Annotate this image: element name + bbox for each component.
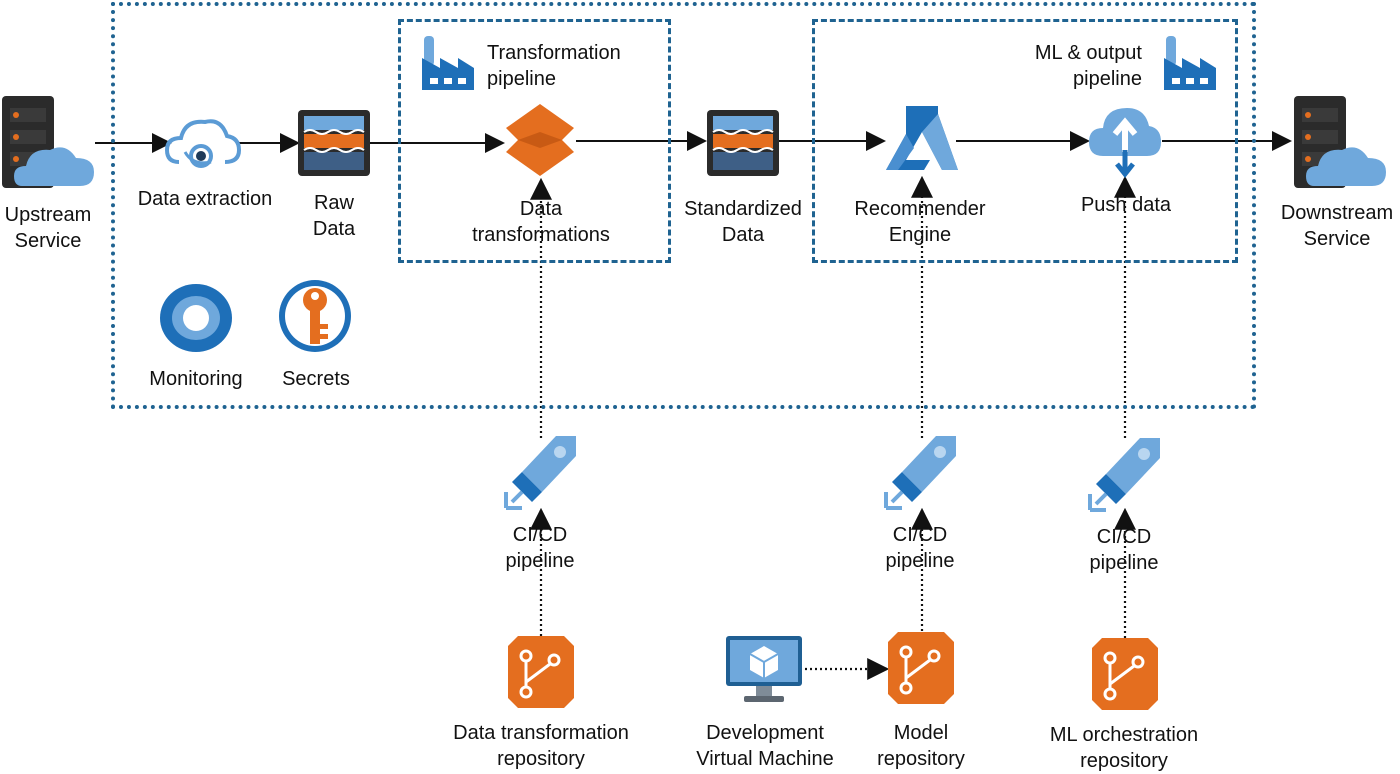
- monitoring-icon: [160, 284, 232, 352]
- ml-output-pipeline-group: [812, 19, 1238, 263]
- data-factory-icon: [422, 36, 474, 90]
- cloud-upload-icon: [1089, 108, 1161, 178]
- server-cloud-icon: [2, 96, 94, 188]
- git-repository-icon: [508, 636, 574, 708]
- transformation-pipeline-group: [398, 19, 671, 263]
- data-transformation-icon: [506, 104, 574, 176]
- git-repository-icon: [888, 632, 954, 704]
- platform-boundary: [111, 2, 1256, 409]
- data-extraction-icon: [164, 119, 241, 168]
- monitoring-label: Monitoring: [149, 368, 243, 390]
- machine-learning-icon: [886, 106, 958, 170]
- git-repository-icon: [1092, 638, 1158, 710]
- data-extraction-label: Data extraction: [137, 188, 273, 210]
- key-vault-icon: [279, 280, 351, 352]
- secrets-label: Secrets: [282, 368, 350, 390]
- data-lake-icon: [298, 110, 370, 176]
- devops-pipeline-icon: [884, 436, 956, 510]
- devops-pipeline-icon: [504, 436, 576, 510]
- devops-pipeline-icon: [1088, 438, 1160, 512]
- data-factory-icon: [1164, 36, 1216, 90]
- virtual-machine-icon: [726, 636, 802, 702]
- push-data-label: Push data: [1080, 194, 1172, 216]
- server-cloud-icon: [1294, 96, 1386, 188]
- data-lake-icon: [707, 110, 779, 176]
